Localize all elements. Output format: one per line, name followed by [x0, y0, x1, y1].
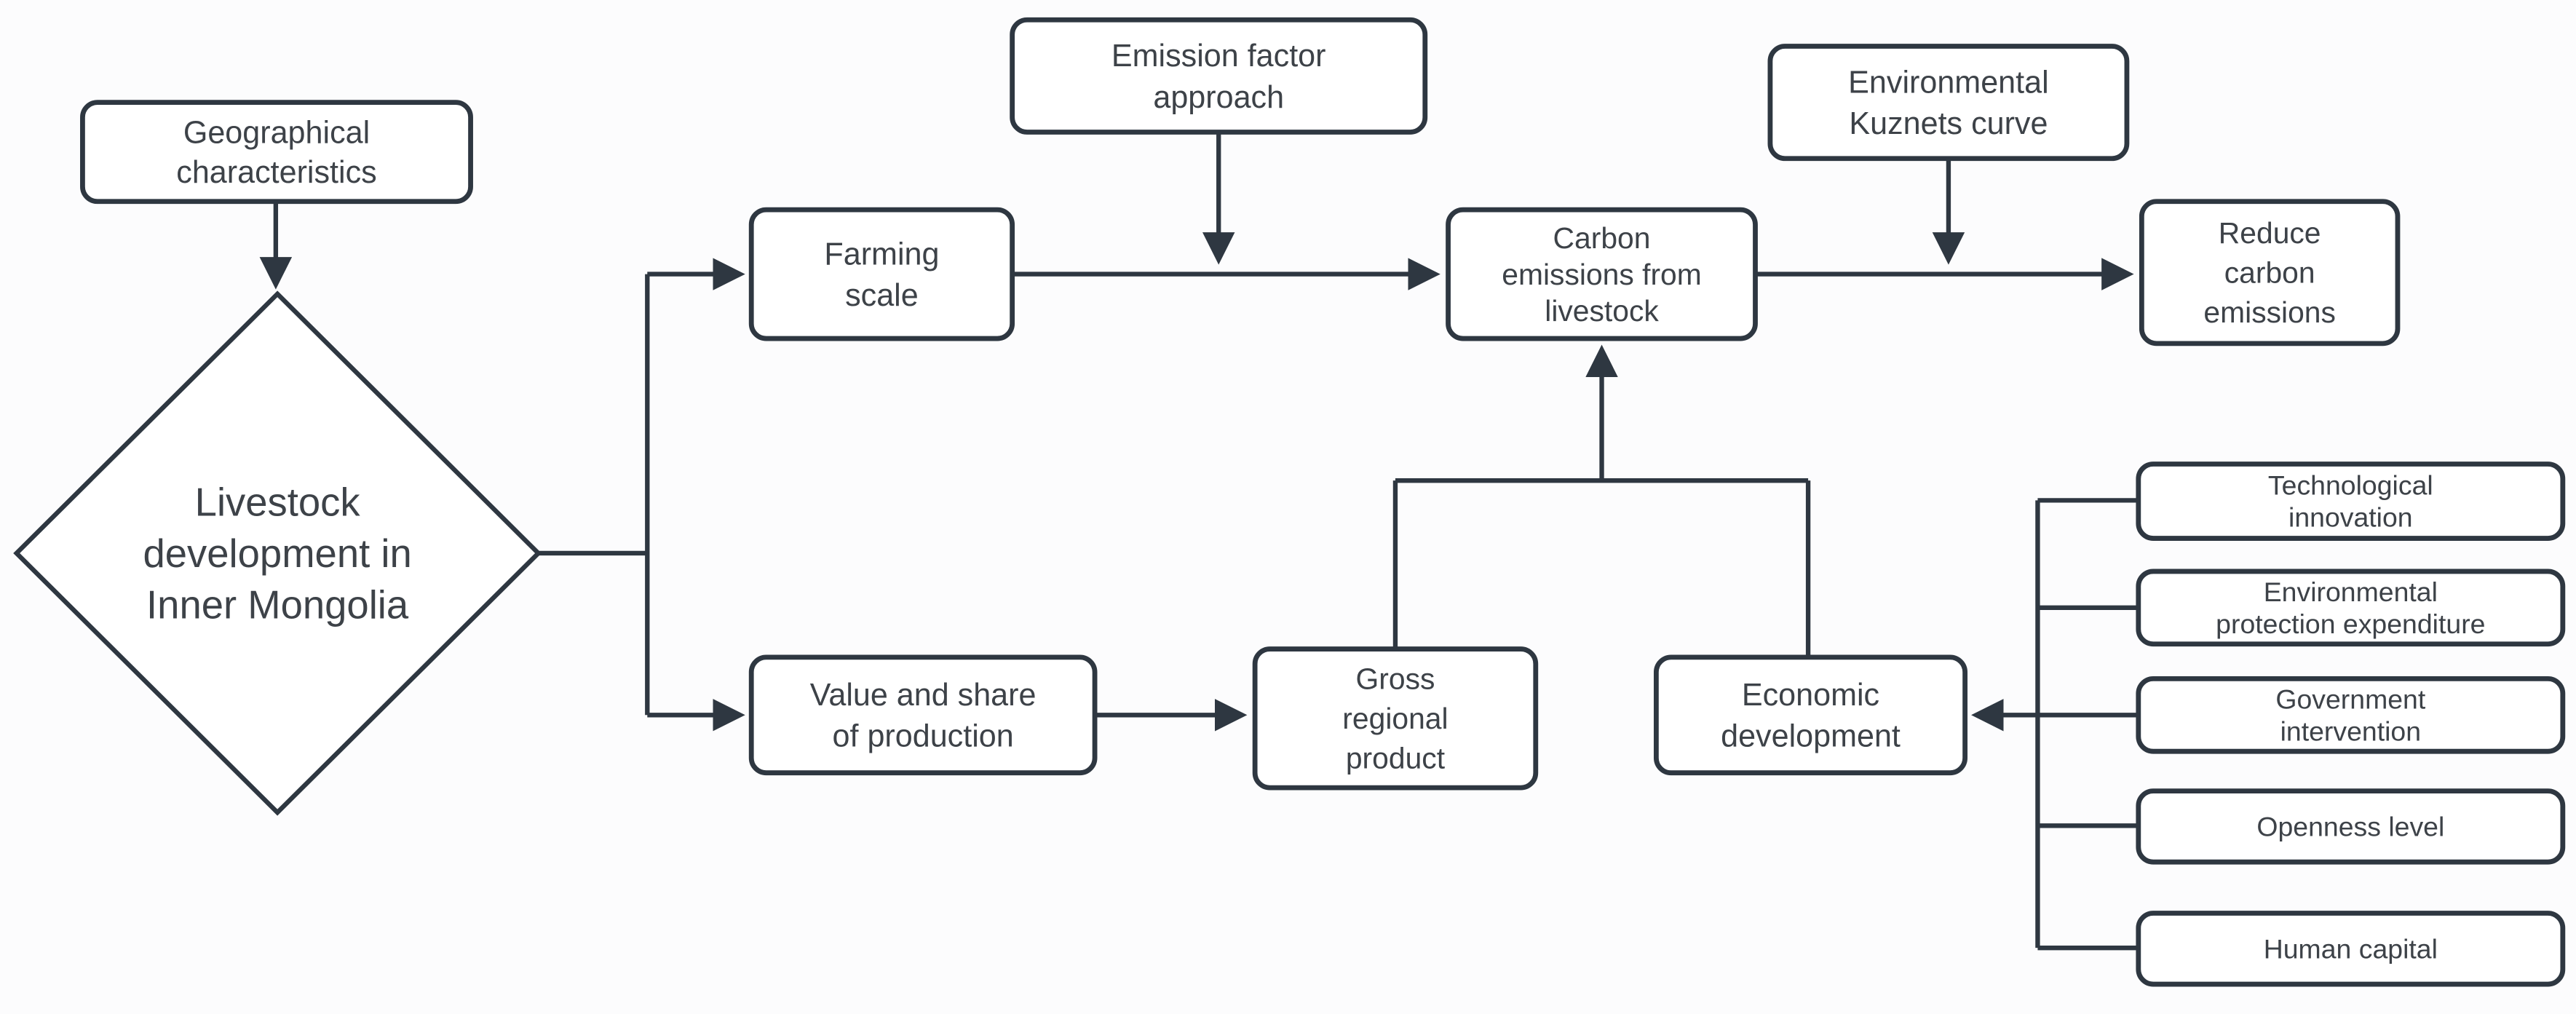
- node-reduce-label-line-2: carbon: [2224, 256, 2315, 290]
- edges-layer: [259, 132, 2139, 951]
- node-econ-shape: [1653, 654, 1968, 776]
- node-kuznets-shape: [1767, 44, 2130, 162]
- node-gov-label-line-1: Government: [2275, 684, 2426, 714]
- node-value-label-line-2: of production: [833, 719, 1014, 754]
- node-envprot-label-line-1: Environmental: [2264, 577, 2438, 607]
- node-carbon-label-line-3: livestock: [1545, 294, 1659, 328]
- node-econ: Economic development: [1653, 654, 1968, 776]
- node-farming-shape: [748, 207, 1015, 341]
- node-carbon-label-line-2: emissions from: [1502, 258, 1702, 291]
- node-human-shape: [2136, 911, 2566, 987]
- node-livestock-label-line-1: Livestock: [195, 480, 361, 525]
- node-econ-label-line-2: development: [1721, 719, 1901, 754]
- node-tech-shape: [2136, 462, 2566, 541]
- node-reduce: Reduce carbon emissions: [2139, 199, 2401, 346]
- node-gross-label-line-3: product: [1346, 742, 1446, 775]
- node-open-label-line-1: Openness level: [2256, 812, 2444, 842]
- node-gov-label-line-2: intervention: [2280, 716, 2421, 747]
- node-tech-label-line-2: innovation: [2288, 502, 2413, 533]
- node-kuznets-label-line-2: Kuznets curve: [1849, 106, 2048, 141]
- node-livestock: Livestock development in Inner Mongolia: [13, 290, 542, 816]
- node-gross: Gross regional product: [1252, 646, 1539, 791]
- node-open: Openness level: [2136, 788, 2566, 865]
- node-gross-label-line-1: Gross: [1356, 662, 1435, 696]
- node-geo-label-line-1: Geographical: [183, 116, 370, 151]
- node-value-label-line-1: Value and share: [810, 678, 1037, 713]
- node-carbon-shape: [1446, 207, 1758, 341]
- node-emission-label-line-2: approach: [1153, 80, 1284, 115]
- node-farming-label-line-2: scale: [845, 278, 919, 313]
- node-livestock-label-line-3: Inner Mongolia: [146, 582, 409, 627]
- node-gross-shape: [1252, 646, 1539, 791]
- node-gross-label-line-2: regional: [1342, 702, 1448, 735]
- node-emission: Emission factor approach: [1010, 17, 1428, 135]
- node-value: Value and share of production: [748, 654, 1098, 776]
- node-envprot-shape: [2136, 569, 2566, 647]
- node-reduce-shape: [2139, 199, 2401, 346]
- node-envprot-label-line-2: protection expenditure: [2216, 609, 2485, 639]
- node-emission-shape: [1010, 17, 1428, 135]
- node-tech-label-line-1: Technological: [2268, 470, 2433, 500]
- node-reduce-label-line-3: emissions: [2203, 296, 2336, 329]
- node-geo-label-line-2: characteristics: [176, 155, 376, 190]
- node-reduce-label-line-1: Reduce: [2219, 216, 2321, 250]
- node-human-label-line-1: Human capital: [2264, 933, 2438, 964]
- node-farming-label-line-1: Farming: [824, 237, 939, 272]
- node-carbon-label-line-1: Carbon: [1553, 221, 1651, 255]
- node-human: Human capital: [2136, 911, 2566, 987]
- node-value-shape: [748, 654, 1098, 776]
- node-livestock-shape: [13, 290, 542, 816]
- node-farming: Farming scale: [748, 207, 1015, 341]
- node-geo-shape: [80, 100, 473, 205]
- node-geo: Geographical characteristics: [80, 100, 473, 205]
- node-kuznets-label-line-1: Environmental: [1848, 65, 2048, 100]
- node-emission-label-line-1: Emission factor: [1111, 39, 1326, 74]
- node-econ-label-line-1: Economic: [1742, 678, 1879, 713]
- node-open-shape: [2136, 788, 2566, 865]
- node-gov-shape: [2136, 676, 2566, 754]
- node-livestock-label-line-2: development in: [143, 531, 412, 576]
